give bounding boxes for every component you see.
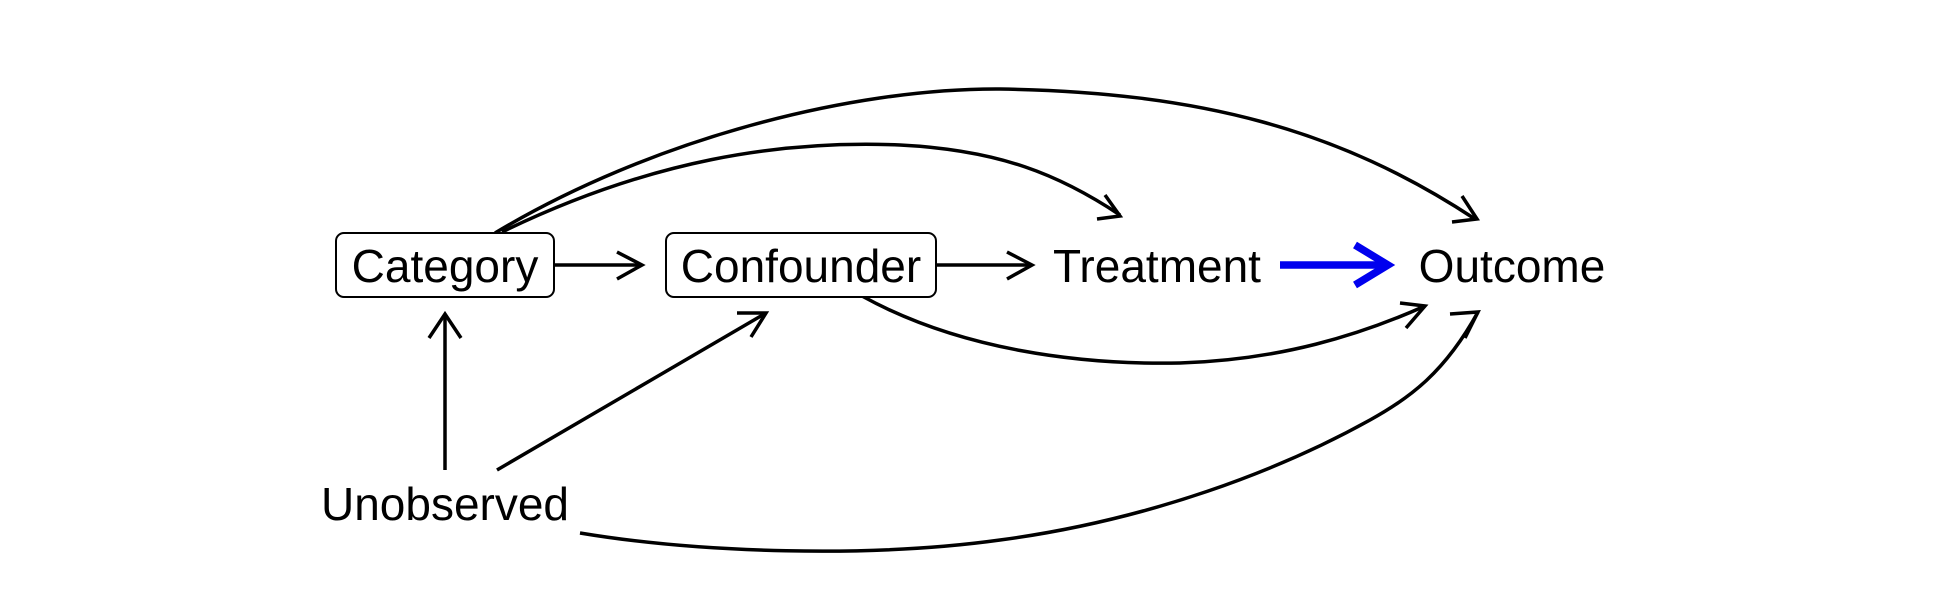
nodes: Category Confounder Treatment Outcome Un…	[321, 232, 1606, 530]
node-category-box	[335, 232, 555, 298]
node-outcome-label: Outcome	[1419, 240, 1606, 292]
edge-unobserved-to-outcome	[579, 310, 1481, 553]
edge-category-to-treatment	[501, 142, 1124, 234]
node-confounder-label: Confounder	[681, 240, 921, 292]
node-category: Category	[335, 232, 555, 298]
edge-category-to-outcome	[494, 87, 1481, 235]
edge-category-to-confounder	[555, 250, 646, 281]
node-confounder-box	[665, 232, 937, 298]
node-confounder: Confounder	[665, 232, 937, 298]
edge-confounder-to-treatment	[937, 250, 1036, 281]
edge-unobserved-to-category	[427, 310, 463, 470]
node-unobserved-label: Unobserved	[321, 478, 569, 530]
edge-confounder-to-outcome	[861, 294, 1429, 365]
edges	[427, 87, 1481, 553]
node-treatment-label: Treatment	[1053, 240, 1261, 292]
node-category-label: Category	[352, 240, 539, 292]
edge-treatment-to-outcome	[1280, 241, 1396, 289]
node-treatment: Treatment	[1053, 240, 1261, 292]
edge-unobserved-to-confounder	[496, 311, 770, 472]
node-unobserved: Unobserved	[321, 478, 569, 530]
node-outcome: Outcome	[1419, 240, 1606, 292]
